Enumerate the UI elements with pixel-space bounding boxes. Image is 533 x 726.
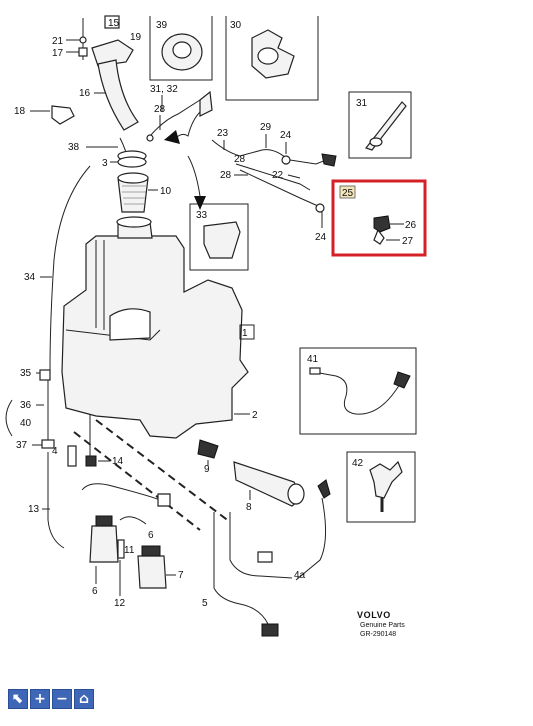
filler-cap <box>91 39 134 67</box>
zoom-in-button[interactable]: + <box>30 689 50 709</box>
label-23: 23 <box>217 128 229 139</box>
clip-18 <box>51 105 75 125</box>
label-24-lower: 24 <box>315 232 327 243</box>
label-27: 27 <box>402 236 414 247</box>
plus-icon: + <box>34 691 46 707</box>
label-8: 8 <box>246 502 252 513</box>
label-30: 30 <box>230 20 242 31</box>
washer-pump-6-left <box>89 525 119 563</box>
label-41: 41 <box>307 354 319 365</box>
label-38: 38 <box>68 142 80 153</box>
label-28-upper: 28 <box>154 104 166 115</box>
washer-pump-7 <box>137 555 167 589</box>
filler-pipe <box>97 59 139 131</box>
label-6-left: 6 <box>92 586 98 597</box>
label-2: 2 <box>252 410 258 421</box>
brand-subtitle: Genuine Parts <box>360 622 405 629</box>
label-11: 11 <box>124 545 135 556</box>
label-42: 42 <box>352 458 364 469</box>
highlight-box-25 <box>331 179 427 257</box>
label-21: 21 <box>52 36 64 47</box>
label-4: 4 <box>52 446 58 457</box>
label-24-upper: 24 <box>280 130 292 141</box>
label-6-right: 6 <box>148 530 154 541</box>
label-22: 22 <box>272 170 284 181</box>
detail-box-33 <box>189 203 249 271</box>
detail-box-31 <box>348 91 412 159</box>
label-5: 5 <box>202 598 208 609</box>
label-15: 15 <box>108 18 120 29</box>
label-37: 37 <box>16 440 28 451</box>
label-14: 14 <box>112 456 124 467</box>
label-28-lower: 28 <box>220 170 232 181</box>
label-34: 34 <box>24 272 36 283</box>
label-40: 40 <box>20 418 32 429</box>
select-tool-button[interactable]: ⬉ <box>8 689 28 709</box>
minus-icon: − <box>56 691 68 707</box>
label-10: 10 <box>160 186 172 197</box>
label-33: 33 <box>196 210 208 221</box>
reference-code: GR-290148 <box>360 631 396 638</box>
label-18: 18 <box>14 106 26 117</box>
label-16: 16 <box>79 88 91 99</box>
label-31: 31 <box>356 98 368 109</box>
label-29: 29 <box>260 122 272 133</box>
label-39: 39 <box>156 20 168 31</box>
detail-box-39 <box>149 16 213 81</box>
detail-box-42 <box>346 451 416 523</box>
label-9: 9 <box>204 464 210 475</box>
label-28-mid: 28 <box>234 154 246 165</box>
zoom-out-button[interactable]: − <box>52 689 72 709</box>
label-26: 26 <box>405 220 417 231</box>
label-13: 13 <box>28 504 40 515</box>
label-12: 12 <box>114 598 126 609</box>
brand-logo: VOLVO <box>357 610 391 620</box>
detail-box-30 <box>225 16 319 101</box>
label-36: 36 <box>20 400 32 411</box>
home-button[interactable]: ⌂ <box>74 689 94 709</box>
label-25: 25 <box>342 188 354 199</box>
pointer-icon: ⬉ <box>12 691 24 707</box>
label-7: 7 <box>178 570 184 581</box>
home-icon: ⌂ <box>78 691 90 707</box>
viewer-toolbar: ⬉ + − ⌂ <box>8 689 94 711</box>
part-box-15 <box>104 15 120 29</box>
label-17: 17 <box>52 48 64 59</box>
label-35: 35 <box>20 368 32 379</box>
part-box-25 <box>339 185 356 199</box>
label-1-box: 1 <box>242 328 248 339</box>
detail-box-41 <box>299 347 417 435</box>
label-19: 19 <box>130 32 142 43</box>
washer-tank <box>61 235 249 439</box>
label-3: 3 <box>102 158 108 169</box>
label-4a: 4a <box>294 570 306 581</box>
label-31-32: 31, 32 <box>150 84 178 95</box>
